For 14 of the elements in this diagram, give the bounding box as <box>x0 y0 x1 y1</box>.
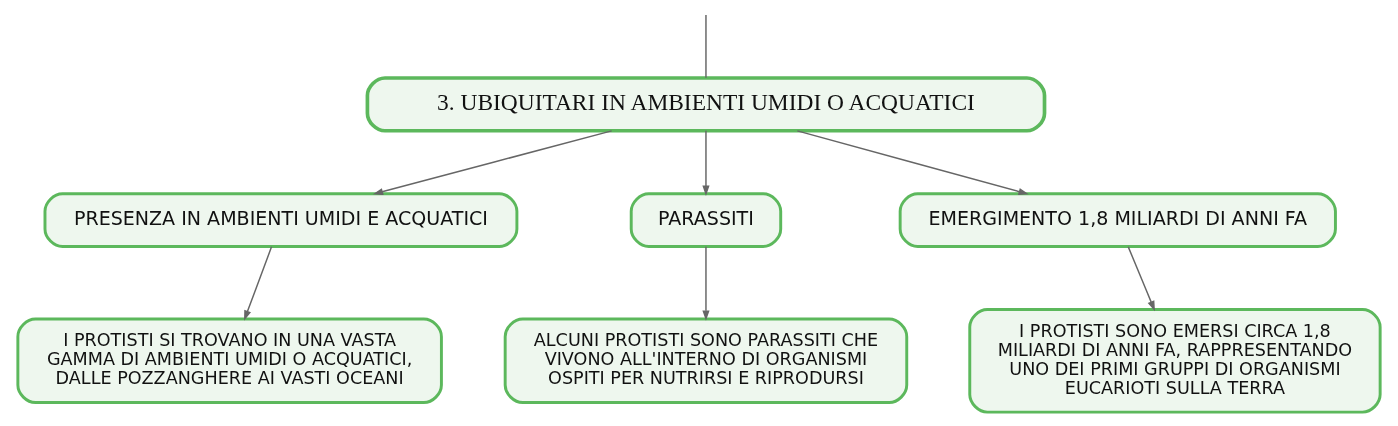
node-box: EMERGIMENTO 1,8 MILIARDI DI ANNI FA <box>898 192 1337 248</box>
arrow <box>702 130 710 196</box>
connector <box>705 14 707 79</box>
arrow <box>702 246 710 321</box>
node-box: PRESENZA IN AMBIENTI UMIDI E ACQUATICI <box>43 192 519 248</box>
node-box: I PROTISTI SI TROVANO IN UNA VASTA GAMMA DI AMBIENTI UMIDI O ACQUATICI, DALLE POZZANGHERE AI VASTI OCEANI <box>16 317 443 405</box>
node-box: 3. UBIQUITARI IN AMBIENTI UMIDI O ACQUATICI <box>365 76 1047 133</box>
arrow <box>372 130 613 196</box>
node-box: I PROTISTI SONO EMERSI CIRCA 1,8 MILIARDI DI ANNI FA, RAPPRESENTANDO UNO DEI PRIMI GRUPPI DI ORGANISMI EUCARIOTI SULLA TERRA <box>968 308 1382 414</box>
arrow <box>1127 246 1155 312</box>
arrow <box>796 130 1029 196</box>
node-box: PARASSITI <box>629 192 783 248</box>
node-box: ALCUNI PROTISTI SONO PARASSITI CHE VIVONO ALL'INTERNO DI ORGANISMI OSPITI PER NUTRIRSI E RIPRODURSI <box>503 317 909 405</box>
arrow <box>244 246 273 321</box>
